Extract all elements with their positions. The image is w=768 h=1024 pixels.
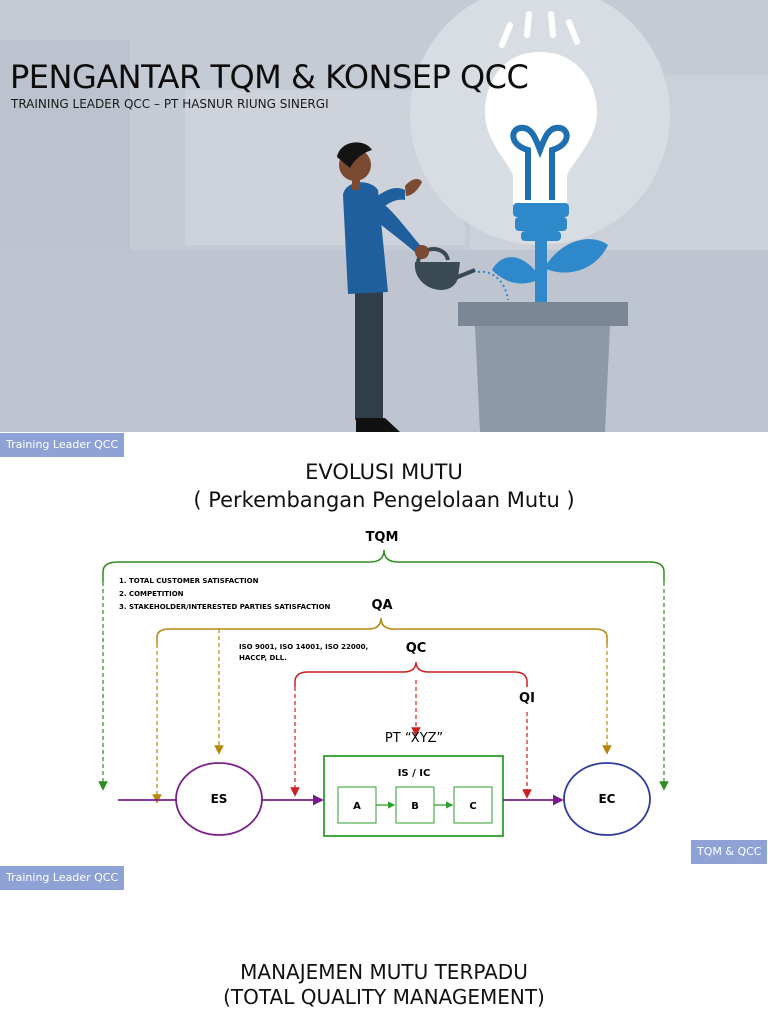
ec-label: EC [598, 792, 615, 806]
company-process-box [323, 755, 504, 837]
tqm-slide: Training Leader QCC MANAJEMEN MUTU TERPA… [0, 866, 768, 1024]
es-node [175, 762, 263, 836]
slide2-footer-left: Training Leader QCC [0, 433, 125, 457]
qi-label: QI [519, 691, 535, 706]
slide3-title-line1: MANAJEMEN MUTU TERPADU [240, 960, 528, 984]
slide1-title: PENGANTAR TQM & KONSEP QCC [10, 58, 529, 96]
is-ic-label: IS / IC [398, 768, 431, 779]
slide3-footer-left: Training Leader QCC [0, 866, 125, 890]
process-box-c [453, 786, 493, 824]
qa-label: QA [371, 598, 392, 613]
qa-brace [152, 617, 612, 804]
process-box-b [395, 786, 435, 824]
tqm-point-3: 3. STAKEHOLDER/INTERESTED PARTIES SATISF… [119, 603, 331, 611]
light-rays-icon [499, 11, 580, 48]
process-label-b: B [411, 801, 419, 812]
process-label-a: A [353, 801, 361, 812]
quality-evolution-diagram: TQM 1. TOTAL CUSTOMER SATISFACTION 2. CO… [98, 530, 669, 837]
qc-label: QC [406, 641, 427, 656]
person-watering-icon [337, 142, 429, 432]
watering-can-icon [414, 247, 509, 301]
slide3-title-line2: (TOTAL QUALITY MANAGEMENT) [223, 985, 545, 1009]
tqm-label: TQM [366, 530, 399, 545]
tqm-point-2: 2. COMPETITION [119, 590, 184, 598]
evolusi-mutu-slide: Training Leader QCC EVOLUSI MUTU ( Perke… [0, 432, 768, 866]
process-label-c: C [469, 801, 476, 812]
es-label: ES [211, 792, 228, 806]
ec-node [563, 762, 651, 836]
slide1-subtitle: TRAINING LEADER QCC – PT HASNUR RIUNG SI… [11, 97, 329, 111]
title-slide-illustration [0, 0, 768, 432]
slide2-title-line1: EVOLUSI MUTU [305, 460, 463, 484]
slide2-title-line2: ( Perkembangan Pengelolaan Mutu ) [193, 488, 575, 512]
company-label: PT “XYZ” [385, 731, 443, 746]
iso-standards-line2: HACCP, DLL. [239, 654, 287, 662]
iso-standards-line1: ISO 9001, ISO 14001, ISO 22000, [239, 643, 368, 651]
qc-brace [290, 661, 532, 799]
title-slide: PENGANTAR TQM & KONSEP QCC TRAINING LEAD… [0, 0, 768, 432]
lightbulb-icon [485, 52, 597, 241]
tqm-brace [98, 549, 669, 791]
tqm-point-1: 1. TOTAL CUSTOMER SATISFACTION [119, 577, 259, 585]
flower-pot-icon [458, 302, 628, 432]
slide2-footer-right: TQM & QCC [691, 840, 768, 864]
